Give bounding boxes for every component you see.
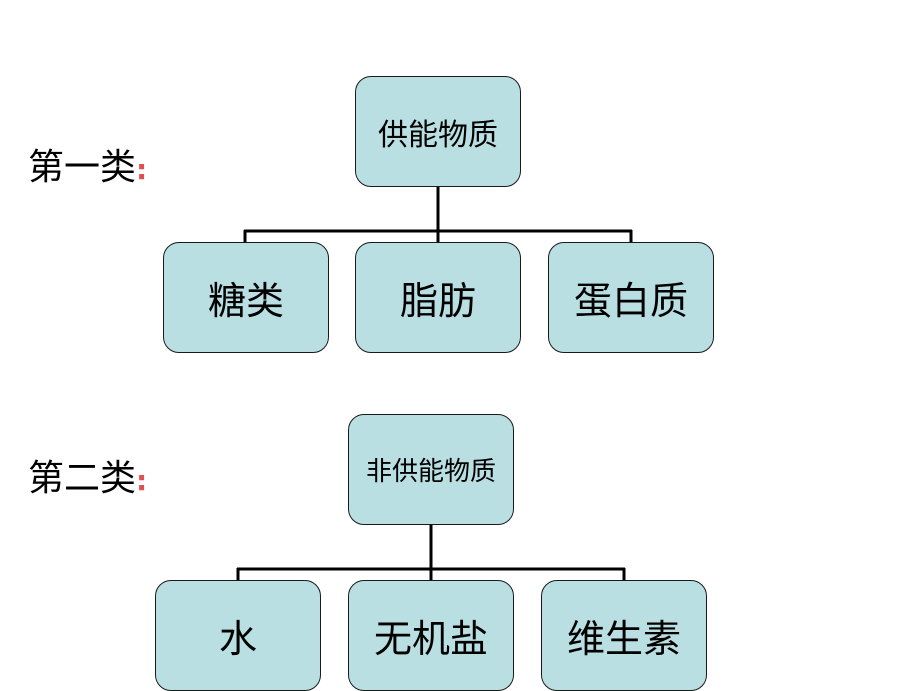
child-node-2-1: 水	[155, 580, 321, 691]
child-node-2-3: 维生素	[541, 580, 707, 691]
child-node-2-2: 无机盐	[348, 580, 514, 691]
section-label-2: 第二类:	[28, 461, 147, 497]
section-label-1: 第一类:	[28, 150, 147, 186]
section-label-1-text: 第一类	[28, 147, 137, 188]
child-node-1-1: 糖类	[163, 242, 329, 353]
section-label-2-colon: :	[136, 464, 148, 497]
child-node-1-2: 脂肪	[355, 242, 521, 353]
root-node-1: 供能物质	[355, 76, 521, 187]
section-label-2-text: 第二类	[28, 458, 137, 499]
root-node-2: 非供能物质	[348, 414, 514, 525]
section-label-1-colon: :	[136, 153, 148, 186]
child-node-1-3: 蛋白质	[548, 242, 714, 353]
